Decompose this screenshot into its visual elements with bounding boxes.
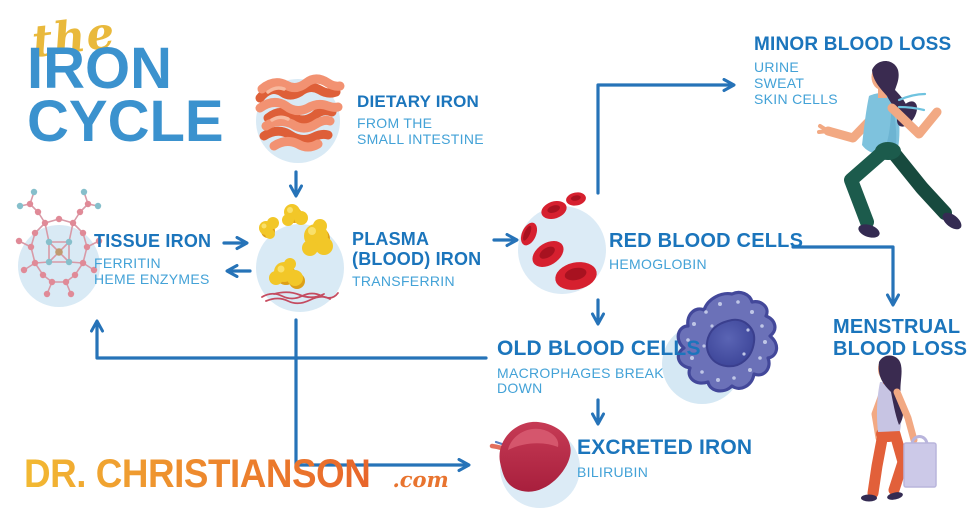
spleen-illustration xyxy=(478,410,583,510)
menstrual-blood-loss-label: MENSTRUAL BLOOD LOSS xyxy=(833,316,967,361)
arrow-plasma-to-excreted xyxy=(294,318,471,472)
macrophage-illustration xyxy=(660,282,795,407)
minor-blood-loss-sub1: URINE xyxy=(754,59,800,76)
plasma-iron-title1: PLASMA xyxy=(352,229,430,249)
brand-suffix: .com xyxy=(392,467,449,492)
red-blood-cells-label: RED BLOOD CELLS HEMOGLOBIN xyxy=(609,230,803,273)
minor-blood-loss-label: MINOR BLOOD LOSS URINE SWEAT SKIN CELLS xyxy=(754,34,951,107)
excreted-iron-label: EXCRETED IRON BILIRUBIN xyxy=(577,436,752,480)
dietary-iron-title: DIETARY IRON xyxy=(357,92,480,111)
menstrual-blood-loss-title2: BLOOD LOSS xyxy=(833,338,968,361)
heme-molecule-illustration xyxy=(2,186,104,312)
red-blood-cells-sub: HEMOGLOBIN xyxy=(609,256,707,273)
transferrin-illustration xyxy=(250,198,350,320)
running-woman-illustration xyxy=(795,50,970,242)
old-blood-cells-sub2: DOWN xyxy=(497,380,543,397)
page-title: IRON CYCLE xyxy=(27,36,224,155)
tissue-iron-sub1: FERRITIN xyxy=(94,255,161,272)
dietary-iron-sub1: FROM THE xyxy=(357,115,433,132)
plasma-iron-sub: TRANSFERRIN xyxy=(352,273,455,290)
dietary-iron-label: DIETARY IRON FROM THE SMALL INTESTINE xyxy=(357,92,484,147)
arrow-rbc-to-minor-blood-loss xyxy=(596,78,736,195)
menstrual-blood-loss-title1: MENSTRUAL xyxy=(833,316,961,338)
old-blood-cells-title: OLD BLOOD CELLS xyxy=(497,337,701,360)
title-line-iron: IRON xyxy=(27,36,172,101)
shopping-woman-illustration xyxy=(850,354,965,506)
dietary-iron-sub2: SMALL INTESTINE xyxy=(357,130,484,147)
red-blood-cells-illustration xyxy=(510,192,612,304)
arrow-old-cells-to-tissue xyxy=(90,319,488,360)
old-blood-cells-label: OLD BLOOD CELLS MACROPHAGES BREAK DOWN xyxy=(497,337,701,397)
excreted-iron-title: EXCRETED IRON xyxy=(577,436,753,459)
old-blood-cells-sub1: MACROPHAGES BREAK xyxy=(497,364,664,381)
brand-name: DR. CHRISTIANSON xyxy=(24,452,371,496)
plasma-iron-title2: (BLOOD) IRON xyxy=(352,249,482,270)
tissue-iron-title: TISSUE IRON xyxy=(94,231,212,251)
minor-blood-loss-title: MINOR BLOOD LOSS xyxy=(754,34,952,55)
minor-blood-loss-sub3: SKIN CELLS xyxy=(754,90,838,107)
title-line-cycle: CYCLE xyxy=(27,89,224,155)
tissue-iron-label: TISSUE IRON FERRITIN HEME ENZYMES xyxy=(94,231,211,288)
plasma-iron-label: PLASMA (BLOOD) IRON TRANSFERRIN xyxy=(352,229,481,290)
excreted-iron-sub: BILIRUBIN xyxy=(577,463,649,480)
small-intestine-illustration xyxy=(246,58,352,164)
tissue-iron-sub2: HEME ENZYMES xyxy=(94,270,210,287)
arrow-rbc-to-menstrual-blood-loss xyxy=(791,245,900,307)
brand-logo: DR. CHRISTIANSON .com xyxy=(24,452,449,497)
minor-blood-loss-sub2: SWEAT xyxy=(754,74,805,91)
red-blood-cells-title: RED BLOOD CELLS xyxy=(609,230,804,252)
